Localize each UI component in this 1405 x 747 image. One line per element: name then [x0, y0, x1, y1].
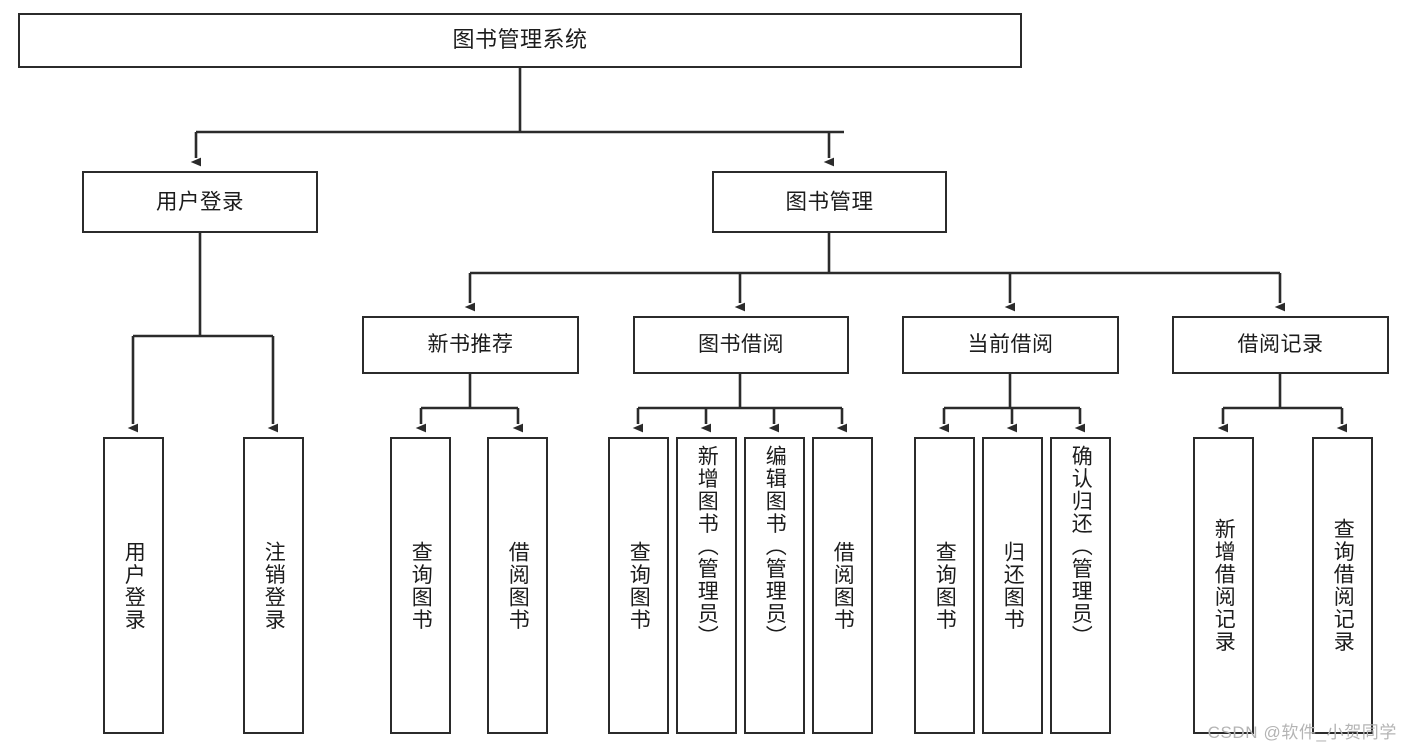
- node-book-manage[interactable]: 图书管理: [712, 171, 947, 233]
- node-leaf-user-login-label: 用户登录: [122, 540, 146, 631]
- node-leaf-borrow-book-recommend-label: 借阅图书: [506, 540, 530, 631]
- node-leaf-add-book-label: 新增图书（管理员）: [695, 445, 719, 648]
- node-root-label: 图书管理系统: [452, 27, 588, 53]
- node-leaf-query-book-borrow[interactable]: 查询图书: [608, 437, 669, 734]
- node-user-login[interactable]: 用户登录: [82, 171, 318, 233]
- node-leaf-add-book[interactable]: 新增图书（管理员）: [676, 437, 737, 734]
- node-current-borrow[interactable]: 当前借阅: [902, 316, 1119, 374]
- node-leaf-query-borrow-record-label: 查询借阅记录: [1331, 518, 1355, 653]
- node-book-borrow[interactable]: 图书借阅: [633, 316, 849, 374]
- node-leaf-logout-login-label: 注销登录: [262, 540, 286, 631]
- node-borrow-record-label: 借阅记录: [1237, 333, 1324, 357]
- node-new-book-recommend-label: 新书推荐: [427, 333, 514, 357]
- node-leaf-confirm-return-label: 确认归还（管理员）: [1069, 445, 1093, 648]
- node-leaf-borrow-book-label: 借阅图书: [831, 540, 855, 631]
- node-leaf-edit-book[interactable]: 编辑图书（管理员）: [744, 437, 805, 734]
- node-leaf-user-login[interactable]: 用户登录: [103, 437, 164, 734]
- node-leaf-add-borrow-record-label: 新增借阅记录: [1212, 518, 1236, 653]
- node-leaf-return-book-label: 归还图书: [1001, 540, 1025, 631]
- node-leaf-query-borrow-record[interactable]: 查询借阅记录: [1312, 437, 1373, 734]
- node-leaf-query-book-recommend[interactable]: 查询图书: [390, 437, 451, 734]
- node-leaf-add-borrow-record[interactable]: 新增借阅记录: [1193, 437, 1254, 734]
- node-user-login-label: 用户登录: [155, 189, 244, 214]
- node-book-borrow-label: 图书借阅: [698, 333, 784, 357]
- node-borrow-record[interactable]: 借阅记录: [1172, 316, 1389, 374]
- node-leaf-borrow-book[interactable]: 借阅图书: [812, 437, 873, 734]
- node-leaf-query-book-current[interactable]: 查询图书: [914, 437, 975, 734]
- node-leaf-query-book-current-label: 查询图书: [933, 540, 957, 631]
- node-current-borrow-label: 当前借阅: [967, 333, 1054, 357]
- node-leaf-edit-book-label: 编辑图书（管理员）: [763, 445, 787, 648]
- node-leaf-return-book[interactable]: 归还图书: [982, 437, 1043, 734]
- node-leaf-logout-login[interactable]: 注销登录: [243, 437, 304, 734]
- node-leaf-confirm-return[interactable]: 确认归还（管理员）: [1050, 437, 1111, 734]
- node-leaf-query-book-recommend-label: 查询图书: [409, 540, 433, 631]
- node-book-manage-label: 图书管理: [785, 189, 874, 214]
- watermark: CSDN @软件_小贺同学: [1207, 723, 1397, 742]
- node-root[interactable]: 图书管理系统: [18, 13, 1022, 68]
- node-leaf-borrow-book-recommend[interactable]: 借阅图书: [487, 437, 548, 734]
- node-leaf-query-book-borrow-label: 查询图书: [627, 540, 651, 631]
- node-new-book-recommend[interactable]: 新书推荐: [362, 316, 579, 374]
